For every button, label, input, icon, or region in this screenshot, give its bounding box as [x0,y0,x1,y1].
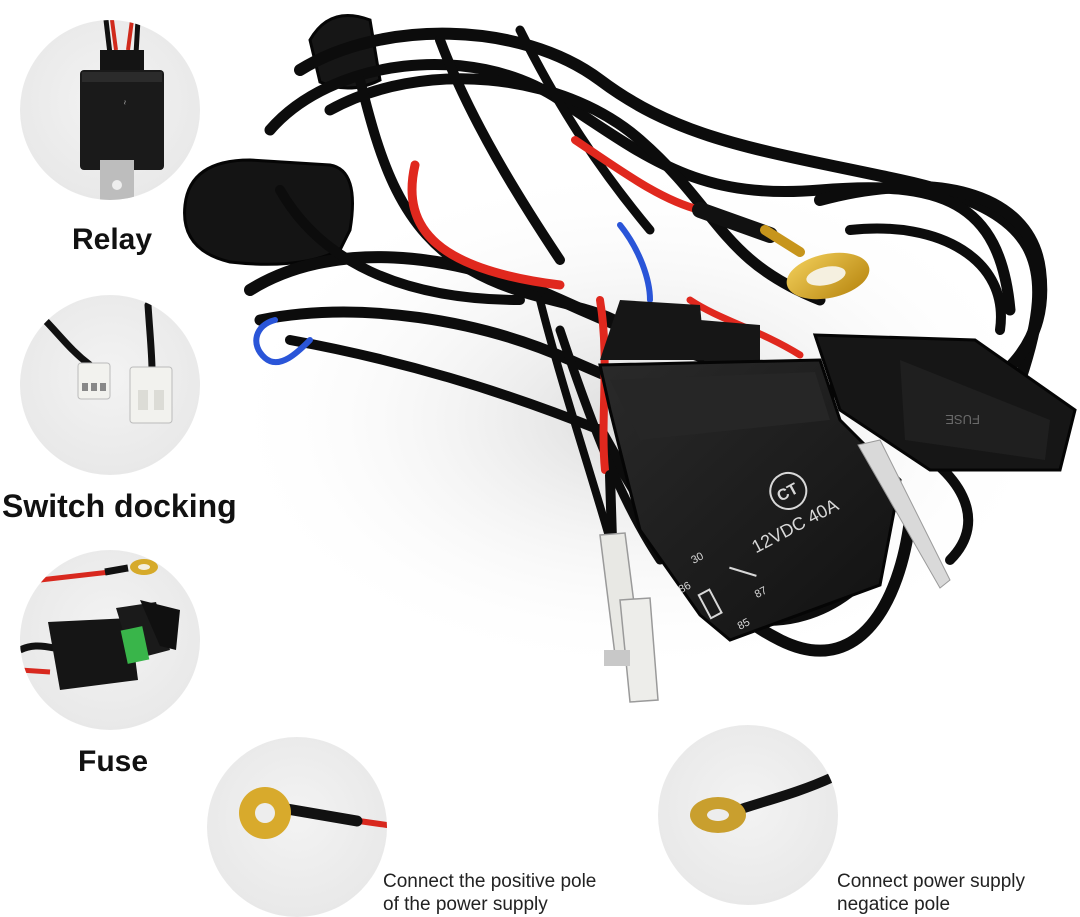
spade-terminals [599,470,659,703]
ring-terminal [692,202,870,300]
negative-pole-caption: Connect power supply negatice pole [837,870,1025,916]
relay-pin-85: 85 [736,616,752,632]
switch-callout-circle [20,295,200,475]
relay-pin-30: 30 [689,550,705,566]
relay-pin-87: 87 [753,585,769,601]
relay-block: CT 12VDC 40A 30 86 87 85 [598,300,951,642]
negative-caption-line2: negatice pole [837,894,951,915]
fuse-thumbnail [20,559,180,690]
positive-pole-caption: Connect the positive pole of the power s… [383,870,596,916]
negative-caption-line1: Connect power supply [837,871,1025,892]
relay-thumbnail: ~ [80,20,164,200]
negative-ring-terminal-thumbnail [690,772,838,833]
fuse-label: Fuse [78,745,149,778]
relay-label: Relay [72,223,153,256]
wiring-harness-image: FUSE CT 12VDC 40A 30 86 87 85 [183,14,1077,703]
svg-text:~: ~ [120,100,129,105]
relay-pin-86: 86 [677,580,693,596]
relay-callout-circle: ~ [20,20,200,200]
blue-wires [253,222,653,366]
negative-terminal-circle [658,725,838,905]
switch-docking-label: Switch docking [2,488,237,524]
fuse-callout-circle [20,550,200,730]
positive-terminal-circle [207,737,387,917]
positive-caption-line2: of the power supply [383,894,548,915]
fuse-holder: FUSE [812,333,1077,472]
fuse-marking: FUSE [945,412,980,427]
switch-connector-thumbnail [36,301,173,424]
positive-ring-terminal-thumbnail [239,787,387,839]
positive-caption-line1: Connect the positive pole [383,871,597,892]
